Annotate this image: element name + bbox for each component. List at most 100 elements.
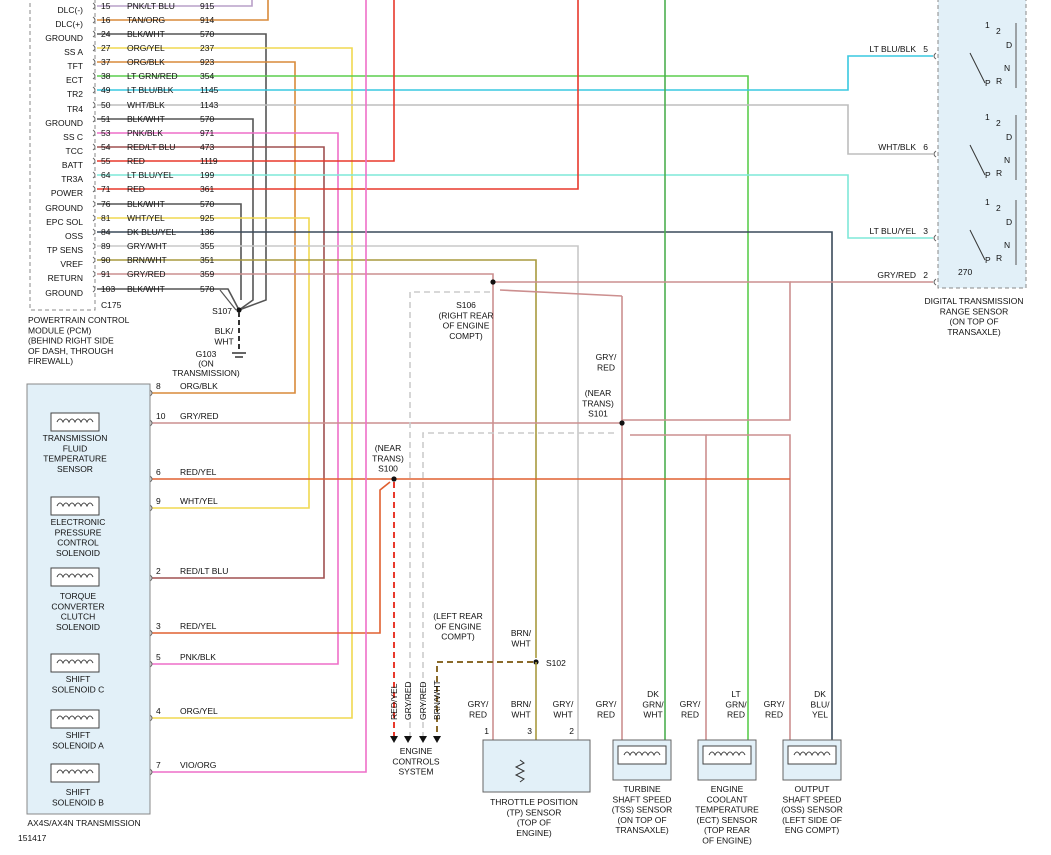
tcc-label-line: SOLENOID [56,622,100,632]
oss-sensor-label-line: ENG COMPT) [785,825,839,835]
wire-351 [97,259,537,658]
wire-914 [97,0,269,21]
ect-sensor-symbol-winding [708,751,746,757]
tss-sensor-label-line: TURBINE [623,784,661,794]
pcm-pin-function: EPC SOL [46,217,83,227]
tft-label-line: TRANSMISSION [43,433,108,443]
s101-label-line: S101 [588,409,608,419]
tp-wire-label-line: GRY/ [553,699,574,709]
pcm-name-line: FIREWALL) [28,356,73,366]
pcm-circuit-number: 923 [200,57,214,67]
dtr-switch-label: 2 [996,118,1001,128]
dtr-wire-color: GRY/RED [877,270,916,280]
pcm-name-line: OF DASH, THROUGH [28,346,113,356]
s100-dot [391,476,397,482]
s102-label: S102 [546,658,566,668]
pcm-pin-number: 84 [101,227,111,237]
dtr-pin-number: 6 [923,142,928,152]
trans-pin-symbol [149,574,153,582]
ect-sensor-label-line: (ECT) SENSOR [697,815,758,825]
epc-label-line: SOLENOID [56,548,100,558]
pcm-pin-number: 91 [101,269,111,279]
transmission-name: AX4S/AX4N TRANSMISSION [27,818,140,828]
trans-wire-color: ORG/YEL [180,706,218,716]
pcm-circuit-number: 237 [200,43,214,53]
ground-label-line: TRANSMISSION) [172,368,240,378]
ssb-label-line: SHIFT [66,787,91,797]
trans-pin-number: 9 [156,496,161,506]
ect-wire-label-line: GRY/ [680,699,701,709]
s102-location-line: (LEFT REAR [433,611,482,621]
epc-label-line: CONTROL [57,538,99,548]
s107-dot [236,307,242,313]
tss-wire-label-line: DK [647,689,659,699]
pcm-wire-color: DK BLU/YEL [127,227,176,237]
pcm-pin-number: 15 [101,1,111,11]
tss-wire-label-line: GRN/ [642,699,664,709]
trans-pin-symbol [149,629,153,637]
tp-pin-number: 3 [527,726,532,736]
trans-pin-symbol [149,504,153,512]
pcm-pin-number: 24 [101,29,111,39]
oss-sensor-label-line: SHAFT SPEED [783,794,842,804]
pcm-pin-function: VREF [60,259,83,269]
dtr-pin-number: 5 [923,44,928,54]
trans-wire-color: WHT/YEL [180,496,218,506]
tp-sensor-label-line: ENGINE) [516,828,552,838]
tss-wire-label-line: WHT [643,710,662,720]
tss-wire-label-line: RED [597,709,615,719]
tp-sensor-box [482,739,591,793]
tft-label-line: SENSOR [57,464,93,474]
pcm-wire-color: LT GRN/RED [127,71,178,81]
tss-sensor-label-line: (ON TOP OF [617,815,666,825]
dtr-switch-label: 1 [985,20,990,30]
pcm-pin-number: 16 [101,15,111,25]
pcm-circuit-number: 354 [200,71,214,81]
pcm-wire-color: BLK/WHT [127,29,165,39]
tp-wire-label-line: WHT [511,709,530,719]
s101-dot [619,420,625,426]
engine-wire-label: BRN/WHT [432,680,442,720]
s102-location-line: COMPT) [441,632,475,642]
pcm-circuit-number: 570 [200,284,214,294]
wire-359-oss [706,434,791,740]
tp-wire-label-line: GRY/ [468,699,489,709]
ect-wire-label-line: GRN/ [725,699,747,709]
wire-925 [97,217,310,509]
wire-570-24 [97,33,267,311]
component-boxes-layer [26,0,1027,815]
brn-wht-mid-label-line: BRN/ [511,628,532,638]
epc-label-line: ELECTRONIC [51,517,106,527]
trans-pin-number: 7 [156,760,161,770]
pcm-pin-function: RETURN [48,273,83,283]
ssa-label-line: SOLENOID A [52,740,104,750]
engine-wire-label: RED/YEL [389,683,399,720]
wire-237 [97,47,353,719]
trans-wire-color: RED/YEL [180,467,217,477]
trans-wire-color: PNK/BLK [180,652,216,662]
s106-label-line: (RIGHT REAR [438,310,493,320]
tp-pin-number: 2 [569,726,574,736]
s100-label-line: S100 [378,464,398,474]
trans-pin-number: 3 [156,621,161,631]
s106-label-line: S106 [456,300,476,310]
dtr-pin-symbol [933,234,937,242]
dtr-name-line: DIGITAL TRANSMISSION [924,296,1023,306]
tcc-solenoid-symbol-winding [56,573,94,579]
pcm-pin-function: DLC(-) [58,5,84,15]
gry-red-mid-label-line: RED [597,362,615,372]
pcm-circuit-number: 1145 [200,85,219,95]
tss-sensor-label-line: TRANSAXLE) [615,825,669,835]
pcm-circuit-number: 359 [200,269,214,279]
wire-570-51 [97,118,254,311]
wires-layer [39,0,970,776]
pcm-pin-number: 53 [101,128,111,138]
pcm-wire-color: GRY/WHT [127,241,167,251]
engine-wire-label: GRY/RED [418,681,428,720]
oss-wire-label-line: GRY/ [764,699,785,709]
pcm-wire-color: RED/LT BLU [127,142,175,152]
pcm-wire-color: BLK/WHT [127,114,165,124]
dtr-switch-label: 1 [985,112,990,122]
tp-sensor-label-line: (TP) SENSOR [507,807,562,817]
